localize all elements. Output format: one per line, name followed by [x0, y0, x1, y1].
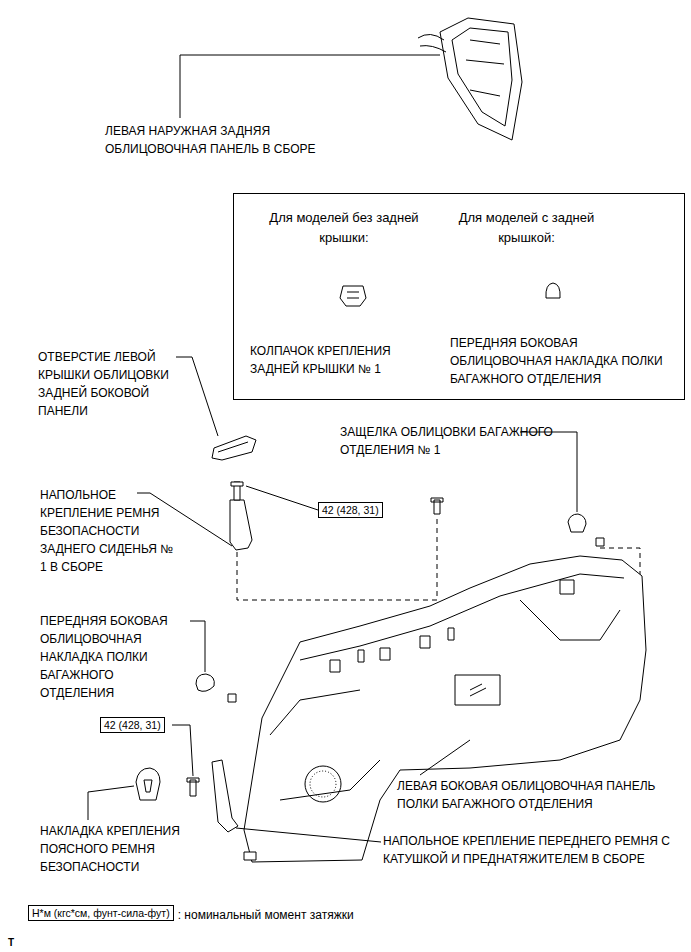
outer-trim-panel: [440, 18, 522, 140]
bolt: [187, 778, 199, 796]
torque-value: 42 (428, 31): [322, 503, 379, 517]
belt-cover: [144, 780, 152, 792]
cover-icon: [546, 283, 560, 298]
torque-box: 42 (428, 31): [318, 502, 383, 518]
leader-line: [420, 740, 470, 775]
part-label: ЛЕВАЯ БОКОВАЯ ОБЛИЦОВОЧНАЯ ПАНЕЛЬ ПОЛКИ …: [397, 777, 657, 813]
part-label: НАКЛАДКА КРЕПЛЕНИЯ ПОЯСНОГО РЕМНЯ БЕЗОПА…: [40, 822, 210, 876]
part-label: НАПОЛЬНОЕ КРЕПЛЕНИЕ ПЕРЕДНЕГО РЕМНЯ С КА…: [383, 832, 687, 868]
side-cover: [196, 674, 214, 691]
screw: [358, 628, 454, 662]
torque-box: 42 (428, 31): [100, 717, 165, 733]
panel-patch: [455, 675, 500, 705]
torque-value: 42 (428, 31): [104, 718, 161, 732]
leader-line: [88, 786, 134, 820]
clip: [568, 514, 586, 532]
bolt: [231, 482, 243, 486]
legend-text: : номинальный момент затяжки: [178, 906, 478, 924]
part-label: ЗАЩЕЛКА ОБЛИЦОВКИ БАГАЖНОГО ОТДЕЛЕНИЯ № …: [340, 423, 565, 459]
hole-cover: [212, 436, 256, 460]
belt-anchor: [212, 760, 238, 832]
cap-icon: [340, 286, 366, 306]
part-label: ОТВЕРСТИЕ ЛЕВОЙ КРЫШКИ ОБЛИЦОВКИ ЗАДНЕЙ …: [38, 348, 188, 420]
note-text: Для моделей с задней крышкой:: [439, 208, 614, 248]
leader-line: [246, 486, 318, 510]
clip: [596, 538, 604, 546]
part-label: ЛЕВАЯ НАРУЖНАЯ ЗАДНЯЯ ОБЛИЦОВОЧНАЯ ПАНЕЛ…: [105, 122, 355, 158]
panel-clip: [330, 580, 574, 672]
speaker-grille: [305, 766, 341, 802]
cap-icon: [347, 292, 359, 298]
leader-line: [176, 357, 218, 436]
leader-line: [520, 432, 577, 512]
side-trim-panel: [244, 556, 646, 862]
clip: [244, 852, 256, 860]
panel-rib: [270, 600, 620, 800]
part-label: НАПОЛЬНОЕ КРЕПЛЕНИЕ РЕМНЯ БЕЗОПАСНОСТИ З…: [40, 486, 175, 576]
bolt: [431, 498, 443, 514]
panel-rib: [452, 28, 512, 126]
part-label: ПЕРЕДНЯЯ БОКОВАЯ ОБЛИЦОВОЧНАЯ НАКЛАДКА П…: [40, 612, 188, 702]
variant-frame: Для моделей без задней крышки: Для моделе…: [233, 193, 685, 400]
panel-edge: [300, 574, 624, 660]
panel-rib: [466, 40, 504, 96]
leader-line: [180, 55, 440, 118]
wire: [418, 34, 446, 52]
guide-line: [237, 518, 437, 600]
torque-value: Н*м (кгс*см, фунт-сила-фут): [32, 906, 170, 920]
leader-line: [172, 725, 193, 776]
panel-patch: [470, 684, 486, 696]
note-text: Для моделей без задней крышки:: [264, 208, 424, 248]
belt-anchor: [230, 500, 252, 550]
leader-line: [190, 621, 205, 672]
hole-cover: [218, 442, 248, 452]
clip: [228, 694, 236, 702]
torque-legend-box: Н*м (кгс*см, фунт-сила-фут): [28, 905, 174, 921]
figure-code: T: [8, 934, 28, 952]
leader-line: [236, 828, 381, 842]
belt-cover: [136, 768, 160, 800]
part-label: КОЛПАЧОК КРЕПЛЕНИЯ ЗАДНЕЙ КРЫШКИ № 1: [250, 342, 440, 378]
part-label: ПЕРЕДНЯЯ БОКОВАЯ ОБЛИЦОВОЧНАЯ НАКЛАДКА П…: [450, 334, 680, 388]
speaker-grille: [310, 771, 336, 797]
